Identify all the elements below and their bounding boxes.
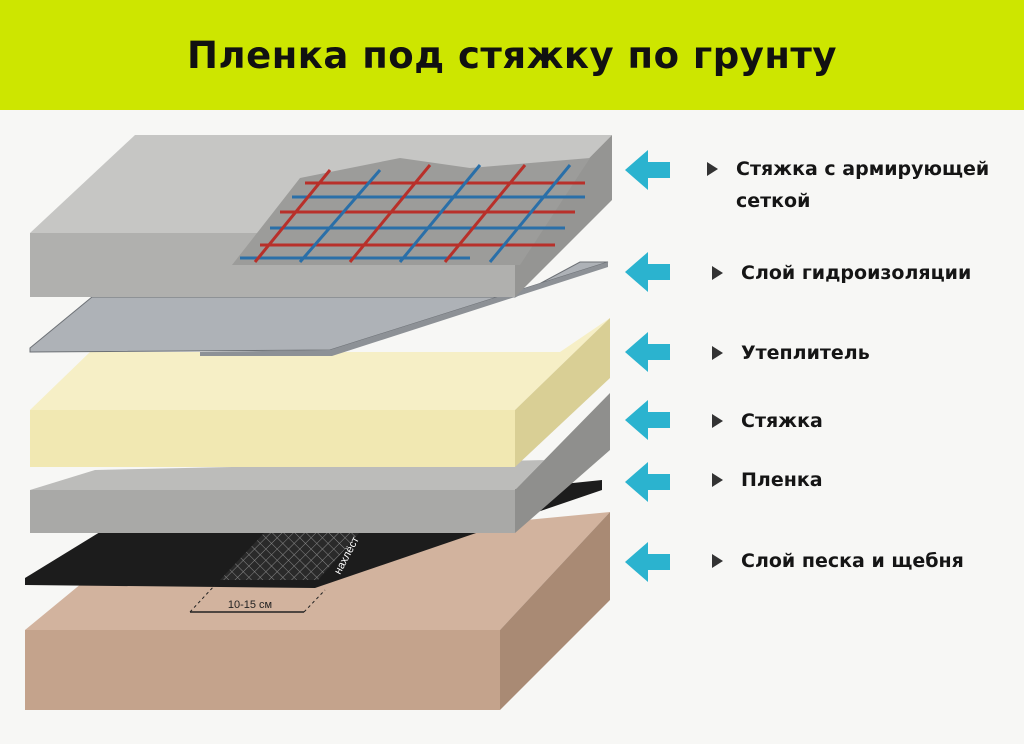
arrow-left-icon: [625, 252, 670, 292]
bullet-icon: [712, 554, 723, 568]
layer-label-sand-gravel: Слой песка и щебня: [710, 545, 964, 577]
arrow-left-icon: [625, 462, 670, 502]
insulation-layer: [30, 318, 610, 467]
title-bar: Пленка под стяжку по грунту: [0, 0, 1024, 110]
page-title: Пленка под стяжку по грунту: [187, 33, 837, 77]
reinforced-screed-layer: [30, 135, 612, 297]
overlap-width-label: 10-15 см: [228, 599, 272, 611]
arrow-left-icon: [625, 400, 670, 440]
bullet-icon: [712, 346, 723, 360]
layer-label-film: Пленка: [710, 464, 823, 496]
arrow-left-icon: [625, 332, 670, 372]
reinforcement-mesh: [240, 164, 585, 263]
bullet-icon: [707, 162, 718, 176]
arrow-left-icon: [625, 542, 670, 582]
bullet-icon: [712, 266, 723, 280]
layer-label-insulation: Утеплитель: [710, 337, 870, 369]
layer-label-waterproofing: Слой гидроизоляции: [710, 257, 971, 289]
bullet-icon: [712, 473, 723, 487]
layer-label-reinforced-screed: Стяжка с армирующей сеткой: [705, 153, 1006, 217]
layer-label-screed: Стяжка: [710, 405, 823, 437]
arrow-left-icon: [625, 150, 670, 190]
bullet-icon: [712, 414, 723, 428]
